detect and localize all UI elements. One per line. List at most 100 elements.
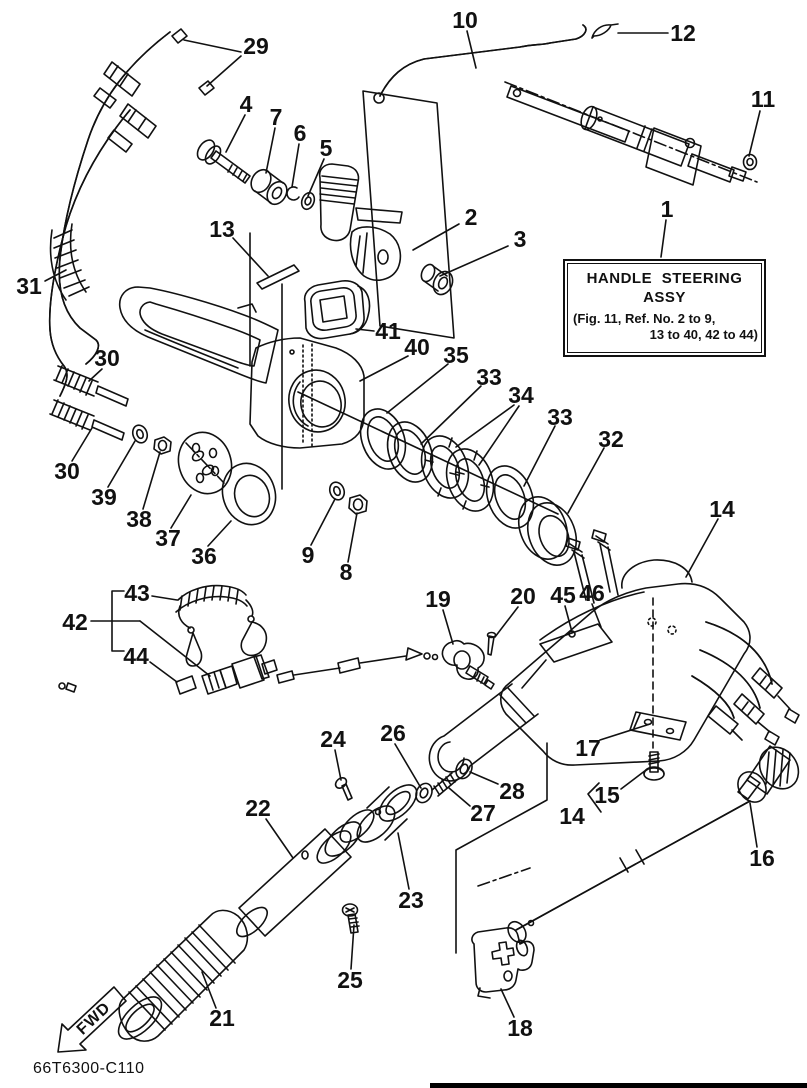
callout-45: 45 <box>550 582 576 633</box>
bolt-4 <box>196 139 251 184</box>
callout-14: 14 <box>559 803 585 829</box>
svg-text:40: 40 <box>404 334 430 360</box>
svg-text:36: 36 <box>191 543 217 569</box>
rubber-mount-41 <box>303 280 371 340</box>
callout-17: 17 <box>575 723 651 761</box>
svg-text:39: 39 <box>91 484 117 510</box>
svg-text:28: 28 <box>499 778 525 804</box>
callout-6: 6 <box>291 120 307 188</box>
svg-text:38: 38 <box>126 506 152 532</box>
callout-33: 33 <box>523 404 573 487</box>
callout-1: 1 <box>660 196 674 258</box>
svg-text:6: 6 <box>294 120 307 146</box>
svg-text:8: 8 <box>340 559 353 585</box>
stop-switch-42 <box>58 590 439 695</box>
callout-5: 5 <box>307 135 333 197</box>
assembly-note-box: HANDLE STEERING ASSY (Fig. 11, Ref. No. … <box>563 259 766 357</box>
callout-32: 32 <box>567 426 624 514</box>
svg-text:24: 24 <box>320 726 346 752</box>
callout-20: 20 <box>494 583 536 638</box>
callout-8: 8 <box>340 512 358 585</box>
callout-19: 19 <box>425 586 454 645</box>
svg-text:14: 14 <box>709 496 735 522</box>
svg-text:10: 10 <box>452 7 478 33</box>
callout-9: 9 <box>302 498 336 568</box>
svg-text:2: 2 <box>465 204 478 230</box>
callout-30: 30 <box>54 427 93 484</box>
callout-43: 43 <box>124 580 178 606</box>
bushing-3 <box>420 263 454 296</box>
tiller-rod-16 <box>507 745 800 944</box>
svg-text:11: 11 <box>751 86 776 112</box>
svg-text:21: 21 <box>209 1005 235 1031</box>
cable-end-caps-29 <box>171 28 215 96</box>
callout-34: 34 <box>455 382 534 466</box>
svg-text:5: 5 <box>320 135 333 161</box>
svg-text:35: 35 <box>443 342 469 368</box>
throttle-grip-21 <box>117 909 249 1042</box>
bracket-14-15-group <box>587 782 602 813</box>
callout-22: 22 <box>245 795 294 859</box>
svg-text:7: 7 <box>270 104 283 130</box>
callout-44: 44 <box>123 643 178 683</box>
callout-14: 14 <box>685 496 735 578</box>
figure-part-code: 66T6300-C110 <box>33 1060 145 1077</box>
svg-text:17: 17 <box>575 735 601 761</box>
callout-40: 40 <box>359 334 430 382</box>
steering-shaft-assembly <box>504 81 758 186</box>
reference-outline-bottom <box>455 742 548 954</box>
callout-7: 7 <box>265 104 283 174</box>
callout-27: 27 <box>448 787 496 826</box>
callout-29: 29 <box>183 33 269 87</box>
svg-text:34: 34 <box>508 382 534 408</box>
svg-text:43: 43 <box>124 580 150 606</box>
callout-4: 4 <box>225 91 253 153</box>
pivot-housing-40 <box>249 337 559 515</box>
svg-text:9: 9 <box>302 542 315 568</box>
svg-text:4: 4 <box>240 91 253 117</box>
lanyard-coil-43 <box>175 584 268 667</box>
bushing-23 <box>356 784 418 843</box>
callout-10: 10 <box>452 7 478 69</box>
callout-13: 13 <box>209 216 269 277</box>
svg-text:30: 30 <box>94 345 120 371</box>
svg-text:41: 41 <box>375 318 401 344</box>
steering-link-rod-10 <box>373 24 587 104</box>
assembly-note-line3: (Fig. 11, Ref. No. 2 to 9, <box>573 311 716 326</box>
washer-5 <box>300 191 316 211</box>
callout-23: 23 <box>397 832 424 913</box>
svg-text:37: 37 <box>155 525 181 551</box>
reference-outline-top <box>362 90 455 339</box>
svg-text:15: 15 <box>594 782 620 808</box>
callout-24: 24 <box>320 726 346 781</box>
svg-text:16: 16 <box>749 845 775 871</box>
svg-text:33: 33 <box>476 364 502 390</box>
callout-35: 35 <box>386 342 469 414</box>
svg-text:26: 26 <box>380 720 406 746</box>
svg-text:27: 27 <box>470 800 496 826</box>
callout-18: 18 <box>500 988 533 1041</box>
screw-25 <box>341 903 360 934</box>
cable-end-hardware <box>131 424 277 526</box>
svg-text:12: 12 <box>670 20 696 46</box>
fwd-arrow: FWD <box>57 986 127 1053</box>
bottom-edge-bar <box>430 1083 807 1088</box>
bracket-17 <box>629 711 687 741</box>
callout-41: 41 <box>355 318 401 344</box>
svg-text:42: 42 <box>62 609 88 635</box>
callout-39: 39 <box>91 440 136 510</box>
svg-text:32: 32 <box>598 426 624 452</box>
friction-knob-19 <box>441 639 495 690</box>
cable-joint-connectors <box>93 61 157 153</box>
screw-24 <box>334 777 353 801</box>
nut-8 <box>348 494 368 515</box>
callout-38: 38 <box>126 451 161 532</box>
callout-12: 12 <box>617 20 696 46</box>
handle-bracket-arm <box>118 286 279 384</box>
svg-text:29: 29 <box>243 33 269 59</box>
washer-26 <box>415 782 433 804</box>
washer-9 <box>328 481 346 501</box>
throttle-housing-14 <box>428 529 800 782</box>
